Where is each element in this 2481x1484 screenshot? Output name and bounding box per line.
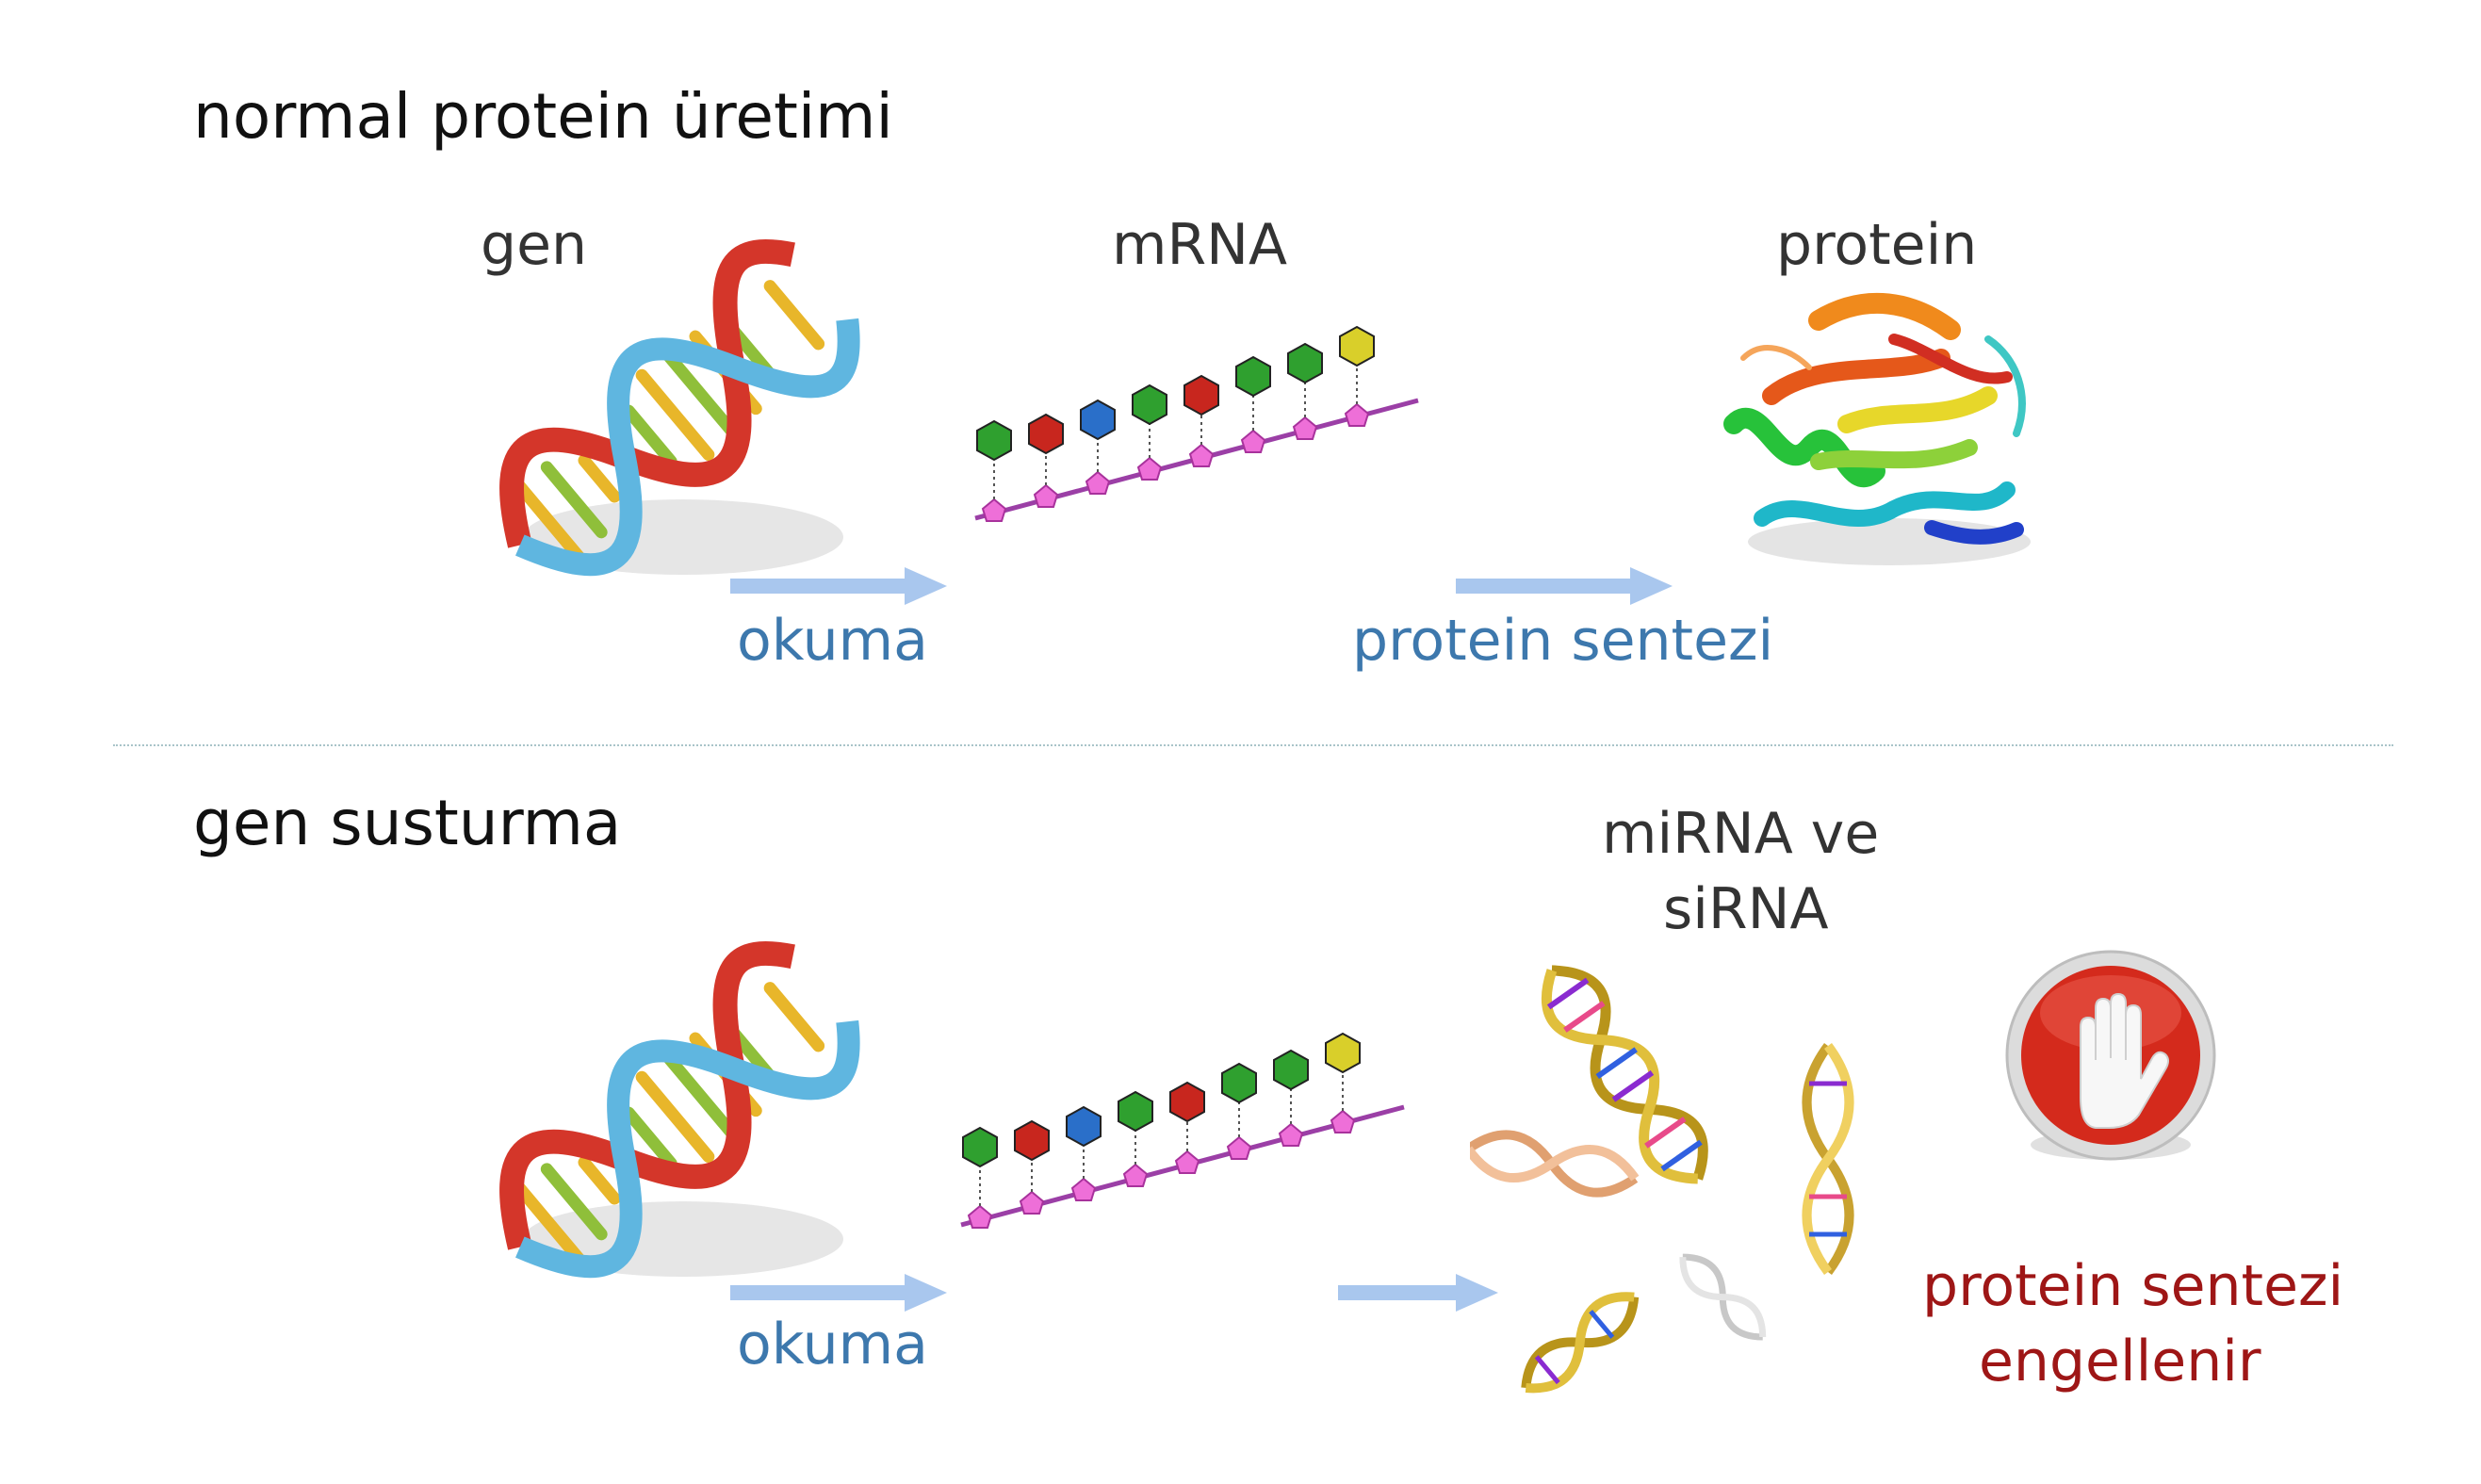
stop-hand-icon — [2005, 950, 2216, 1161]
small-rna-label-line2: siRNA — [1663, 876, 1829, 942]
blocked-label-line2: engellenir — [1979, 1329, 2261, 1394]
protein-ribbon-structure-icon — [1723, 292, 2031, 565]
small-rna-helix-icon — [1470, 965, 1854, 1394]
section-title-silencing: gen susturma — [193, 787, 622, 859]
step-label-okuma-bottom: okuma — [737, 1312, 928, 1378]
blocked-label-line1: protein sentezi — [1922, 1253, 2344, 1319]
step-label-protein-synthesis: protein sentezi — [1352, 608, 1774, 674]
mrna-label: mRNA — [1112, 212, 1288, 278]
step-label-okuma-top: okuma — [737, 608, 928, 674]
dna-double-helix-icon — [499, 941, 860, 1279]
gene-label: gen — [481, 212, 588, 278]
section-title-normal: normal protein üretimi — [193, 80, 893, 153]
arrow-okuma-top — [730, 567, 947, 605]
mrna-strand-icon — [960, 1032, 1405, 1229]
dna-double-helix-icon — [499, 239, 860, 577]
arrow-to-small-rna — [1338, 1274, 1498, 1312]
small-rna-label-line1: miRNA ve — [1602, 801, 1880, 867]
arrow-protein-synthesis — [1456, 567, 1673, 605]
section-divider — [113, 744, 2393, 746]
mrna-strand-icon — [974, 325, 1419, 522]
arrow-okuma-bottom — [730, 1274, 947, 1312]
protein-label: protein — [1776, 212, 1978, 278]
